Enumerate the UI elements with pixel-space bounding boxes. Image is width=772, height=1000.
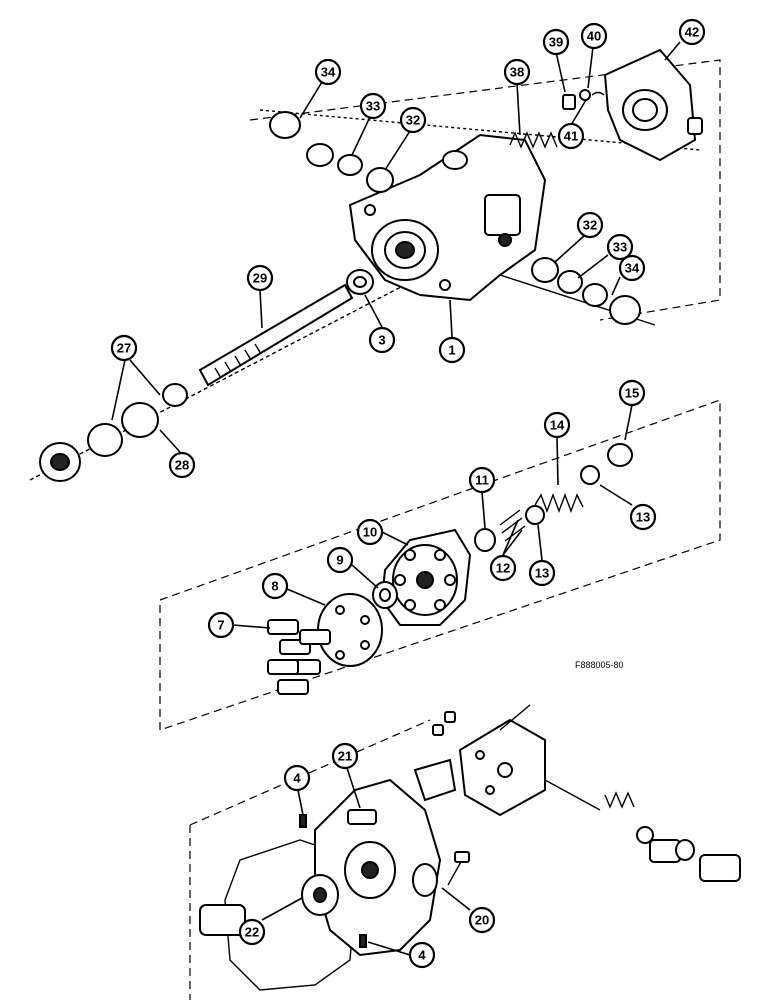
callout-label: 9 bbox=[336, 553, 343, 568]
callout-20: 20 bbox=[468, 906, 496, 934]
callout-12: 12 bbox=[489, 554, 517, 582]
seal-rings-27-28 bbox=[39, 383, 188, 482]
lower-section-frame bbox=[189, 719, 431, 1000]
middle-section-frame bbox=[159, 399, 721, 731]
callout-label: 14 bbox=[550, 418, 565, 433]
callout-22: 22 bbox=[238, 918, 266, 946]
valve-block bbox=[413, 704, 546, 817]
callout-34-upper: 34 bbox=[314, 58, 342, 86]
callout-41: 41 bbox=[557, 122, 585, 150]
callout-label: 15 bbox=[625, 386, 639, 401]
callout-33-upper: 33 bbox=[359, 92, 387, 120]
spring-14 bbox=[534, 493, 584, 513]
callout-label: 11 bbox=[475, 473, 489, 488]
callout-9: 9 bbox=[326, 546, 354, 574]
upper-left-bearings bbox=[269, 111, 394, 193]
bearing-3 bbox=[346, 269, 374, 295]
upper-section-frame bbox=[249, 59, 721, 321]
cylinder-block-10 bbox=[380, 528, 472, 626]
callout-label: 13 bbox=[636, 510, 650, 525]
callout-label: 4 bbox=[293, 771, 301, 786]
callout-21: 21 bbox=[331, 742, 359, 770]
callout-29: 29 bbox=[246, 264, 274, 292]
pump-housing bbox=[348, 133, 547, 302]
callout-42: 42 bbox=[678, 18, 706, 46]
pins-12 bbox=[499, 509, 526, 542]
callout-13-right: 13 bbox=[629, 503, 657, 531]
callout-1: 1 bbox=[438, 336, 466, 364]
callout-32-right: 32 bbox=[576, 211, 604, 239]
leader-lines bbox=[111, 41, 681, 956]
bolt-20 bbox=[447, 851, 470, 886]
callout-40: 40 bbox=[580, 22, 608, 50]
callout-label: 8 bbox=[271, 579, 278, 594]
callout-4-lower: 4 bbox=[408, 941, 436, 969]
callout-7: 7 bbox=[207, 611, 235, 639]
callout-39: 39 bbox=[542, 28, 570, 56]
callout-label: 10 bbox=[363, 525, 377, 540]
callout-label: 12 bbox=[496, 561, 510, 576]
callout-13-left: 13 bbox=[528, 559, 556, 587]
end-cap-42 bbox=[603, 48, 703, 162]
callout-3: 3 bbox=[368, 326, 396, 354]
callout-label: 3 bbox=[378, 333, 385, 348]
callout-34-right: 34 bbox=[618, 254, 646, 282]
callout-label: 20 bbox=[475, 913, 489, 928]
callout-4-upper: 4 bbox=[283, 764, 311, 792]
callout-label: 29 bbox=[253, 271, 267, 286]
right-bearings bbox=[531, 257, 641, 325]
callout-32-upper: 32 bbox=[399, 106, 427, 134]
callout-28: 28 bbox=[168, 451, 196, 479]
callout-label: 38 bbox=[510, 65, 524, 80]
callout-label: 34 bbox=[625, 261, 640, 276]
callout-label: 4 bbox=[418, 948, 426, 963]
callout-label: 13 bbox=[535, 566, 549, 581]
callout-33-right: 33 bbox=[606, 233, 634, 261]
drive-shaft-29 bbox=[198, 283, 354, 387]
figure-id: F888005-80 bbox=[575, 660, 624, 670]
callout-11: 11 bbox=[468, 466, 496, 494]
callout-label: 22 bbox=[245, 925, 259, 940]
spring-38 bbox=[509, 131, 558, 149]
callout-label: 42 bbox=[685, 25, 699, 40]
callout-label: 39 bbox=[549, 35, 563, 50]
callouts: 34 33 32 38 39 40 41 42 32 33 34 29 3 1 … bbox=[110, 18, 706, 969]
callout-10: 10 bbox=[356, 518, 384, 546]
callout-label: 41 bbox=[564, 129, 578, 144]
callout-label: 27 bbox=[117, 341, 131, 356]
valve-fittings bbox=[544, 779, 741, 882]
callout-label: 1 bbox=[448, 343, 455, 358]
callout-label: 32 bbox=[406, 113, 420, 128]
callout-label: 34 bbox=[321, 65, 336, 80]
callout-label: 33 bbox=[366, 99, 380, 114]
callout-27: 27 bbox=[110, 334, 138, 362]
callout-label: 32 bbox=[583, 218, 597, 233]
callout-label: 40 bbox=[587, 29, 601, 44]
pistons-7 bbox=[267, 619, 331, 695]
callout-label: 33 bbox=[613, 240, 627, 255]
rear-housing-21 bbox=[314, 778, 442, 957]
callout-label: 7 bbox=[217, 618, 224, 633]
plug-39-40-41 bbox=[562, 89, 605, 110]
bearing-22 bbox=[199, 874, 339, 936]
callout-14: 14 bbox=[543, 411, 571, 439]
callout-8: 8 bbox=[261, 572, 289, 600]
rings-11-13-15 bbox=[474, 443, 633, 552]
bearing-9 bbox=[372, 581, 398, 609]
callout-15: 15 bbox=[618, 379, 646, 407]
callout-label: 21 bbox=[338, 749, 352, 764]
callout-38: 38 bbox=[503, 58, 531, 86]
callout-label: 28 bbox=[175, 458, 189, 473]
